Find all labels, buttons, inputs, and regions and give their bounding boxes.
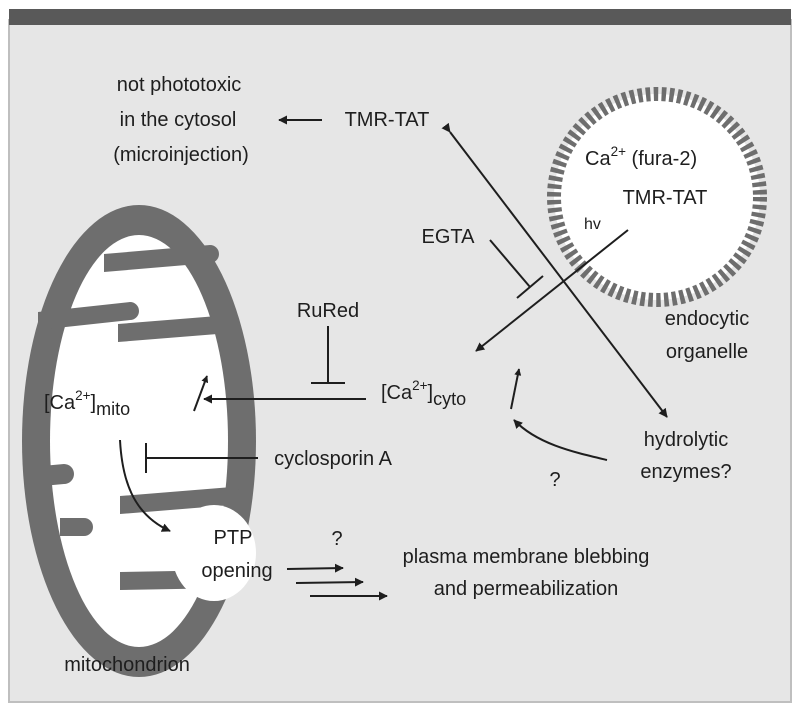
ca-cyto-sub: cyto	[433, 389, 466, 409]
arrow-ptp-blebbing-2	[295, 577, 364, 587]
arrow-mito-to-ptp	[119, 439, 171, 532]
ca-mito-open: [Ca	[44, 392, 76, 414]
plasma-membrane-label-2: and permeabilization	[434, 578, 619, 600]
egta-inhibition-bar	[516, 275, 544, 299]
ca-fura-charge: 2+	[611, 144, 627, 159]
mitochondrion-shape	[22, 205, 256, 677]
arrow-ptp-blebbing-1	[286, 563, 344, 573]
increase-arrow-cyto	[510, 368, 522, 410]
not-phototoxic-line-1: not phototoxic	[117, 74, 242, 96]
cyclosporin-label: cyclosporin A	[274, 448, 392, 470]
endocytic-label-2: organelle	[666, 341, 748, 363]
egta-inhibition-line	[489, 239, 531, 288]
endocytic-label-1: endocytic	[665, 308, 750, 330]
crista	[120, 487, 241, 514]
ca-cyto-open: [Ca	[381, 382, 413, 404]
hv-label: hv	[584, 216, 601, 233]
ptp-pore	[172, 505, 256, 601]
rured-label: RuRed	[297, 300, 359, 322]
ptp-label-1: PTP	[214, 527, 253, 549]
ca-fura-text: (fura-2)	[626, 148, 697, 170]
not-phototoxic-line-3: (microinjection)	[113, 144, 249, 166]
ca-fura-label: Ca2+ (fura-2)	[585, 144, 697, 170]
crista	[118, 315, 239, 342]
crista	[42, 464, 74, 486]
top-bar	[9, 9, 791, 25]
mitochondrion-label: mitochondrion	[64, 654, 190, 676]
hydrolytic-label-2: enzymes?	[640, 461, 731, 483]
egta-label: EGTA	[422, 226, 476, 248]
arrow-hv-to-cyto	[475, 229, 629, 352]
ca-cyto-close: ]	[428, 382, 434, 404]
question-mark-hydrolytic: ?	[549, 469, 560, 491]
crista	[38, 302, 139, 330]
ca-mito-label: [Ca2+]mito	[44, 388, 130, 419]
ca-cyto-label: [Ca2+]cyto	[381, 378, 466, 409]
pathway-arrows	[119, 115, 668, 601]
crista	[104, 245, 219, 272]
arrow-tmrtat-hydrolytic	[441, 122, 668, 418]
ca-mito-charge: 2+	[75, 388, 91, 403]
not-phototoxic-line-2: in the cytosol	[120, 109, 237, 131]
increase-arrow-mito	[193, 375, 209, 412]
ca-mito-sub: mito	[96, 399, 130, 419]
ptp-label-2: opening	[201, 560, 272, 582]
question-mark-ptp: ?	[331, 528, 342, 550]
tmr-tat-organelle-label: TMR-TAT	[623, 187, 708, 209]
tmr-tat-top-label: TMR-TAT	[345, 109, 430, 131]
crista	[60, 518, 93, 536]
ca-cyto-charge: 2+	[412, 378, 428, 393]
arrow-hydrolytic-to-cyto	[513, 419, 608, 461]
hydrolytic-label-1: hydrolytic	[644, 429, 728, 451]
ca-fura-symbol: Ca	[585, 148, 611, 170]
ca-mito-close: ]	[91, 392, 97, 414]
plasma-membrane-label-1: plasma membrane blebbing	[403, 546, 650, 568]
